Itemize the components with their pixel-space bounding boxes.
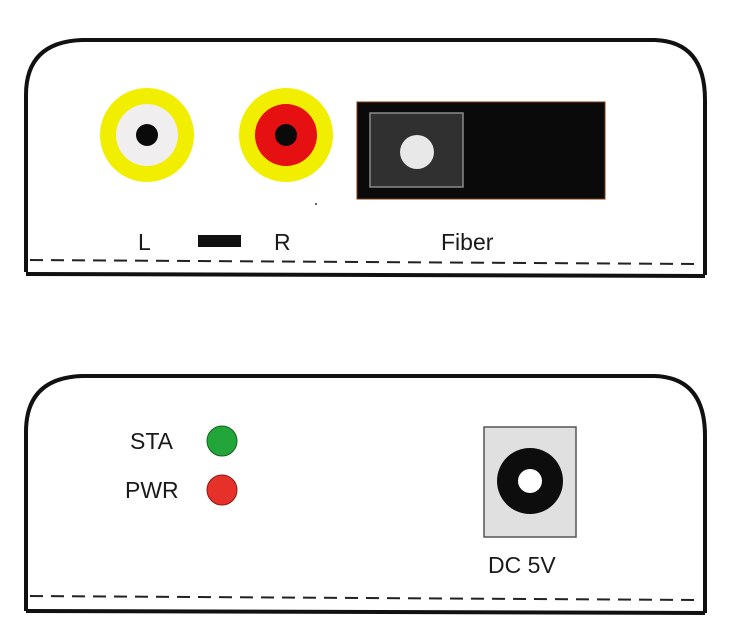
fiber-port xyxy=(356,101,606,200)
stray-dot xyxy=(315,203,317,205)
top-panel-dashed-line xyxy=(29,259,703,265)
dc-jack-center-hole xyxy=(518,469,542,493)
bottom-panel-bottom-edge xyxy=(25,609,706,615)
rca-left-connector xyxy=(100,88,194,182)
rca-right-connector xyxy=(239,88,333,182)
bottom-panel xyxy=(24,374,707,615)
lr-separator-bar xyxy=(198,235,241,247)
rca-right-pin xyxy=(275,124,297,146)
fiber-port-ferrule xyxy=(400,135,434,169)
sta-label: STA xyxy=(130,428,174,454)
top-panel-bottom-edge xyxy=(25,272,706,278)
top-panel xyxy=(24,38,707,278)
top-panel-outline xyxy=(24,38,707,275)
fiber-label: Fiber xyxy=(441,229,494,255)
rca-left-pin xyxy=(136,124,158,146)
bottom-panel-outline xyxy=(24,374,707,613)
pwr-led xyxy=(206,474,238,506)
sta-led xyxy=(206,425,238,457)
dc-power-jack xyxy=(483,426,577,538)
right-channel-label: R xyxy=(274,229,291,255)
pwr-label: PWR xyxy=(125,477,179,503)
left-channel-label: L xyxy=(138,229,151,255)
dc-power-label: DC 5V xyxy=(488,552,556,578)
bottom-panel-dashed-line xyxy=(29,595,703,601)
